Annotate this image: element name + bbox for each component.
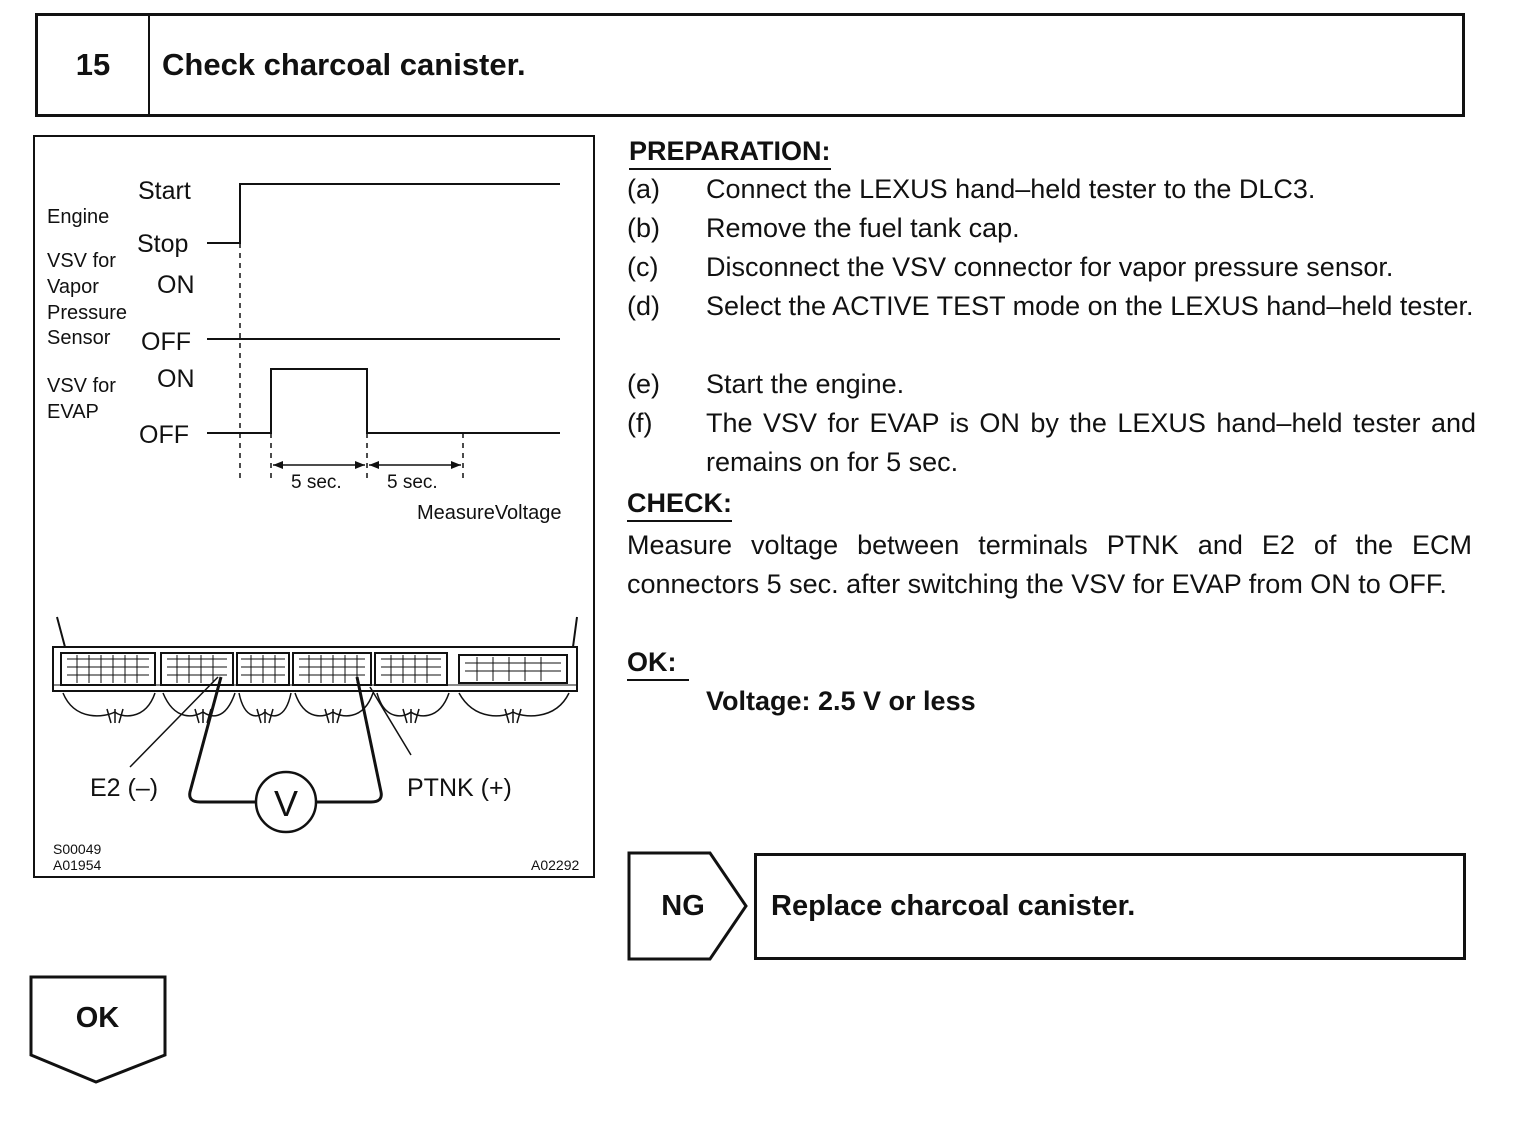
- label-on-2: ON: [157, 365, 195, 393]
- step-letter: (c): [627, 252, 659, 282]
- check-heading: CHECK:: [627, 487, 732, 522]
- label-engine: Engine: [47, 206, 109, 228]
- step-title: Check charcoal canister.: [162, 47, 526, 82]
- label-interval-1: 5 sec.: [291, 472, 342, 493]
- preparation-heading: PREPARATION:: [629, 135, 831, 170]
- label-off-1: OFF: [141, 328, 191, 356]
- step-text: Start the engine.: [706, 369, 905, 399]
- voltmeter-label: V: [274, 783, 298, 824]
- step-number: 15: [38, 16, 150, 114]
- figure-code-3: A02292: [531, 857, 579, 873]
- engine-waveform: [207, 183, 560, 244]
- step-text: Select the ACTIVE TEST mode on the LEXUS…: [706, 291, 1474, 321]
- figure-code-1: S00049: [53, 841, 101, 857]
- step-letter: (b): [627, 213, 660, 243]
- timing-and-connector-diagram: Start Engine Stop VSV for Vapor Pressure…: [47, 177, 579, 873]
- label-start: Start: [138, 177, 191, 205]
- label-pressure: Pressure: [47, 302, 127, 324]
- label-off-2: OFF: [139, 421, 189, 449]
- step-letter: (f): [627, 408, 653, 438]
- label-vapor: Vapor: [47, 276, 99, 298]
- step-text: The VSV for EVAP is ON by the LEXUS hand…: [706, 408, 1476, 477]
- label-measure-voltage: MeasureVoltage: [417, 502, 562, 524]
- ng-label: NG: [661, 889, 705, 922]
- step-header: 15 Check charcoal canister.: [35, 13, 1465, 117]
- step-text: Disconnect the VSV connector for vapor p…: [706, 252, 1394, 282]
- vsv-evap-waveform: [207, 368, 560, 434]
- label-evap: EVAP: [47, 401, 99, 423]
- step-letter: (a): [627, 174, 660, 204]
- label-ptnk: PTNK (+): [407, 774, 512, 802]
- ecm-connector: [52, 616, 578, 834]
- step-letter: (e): [627, 369, 660, 399]
- label-e2: E2 (–): [90, 774, 158, 802]
- label-stop: Stop: [137, 230, 188, 258]
- label-on-1: ON: [157, 271, 195, 299]
- check-text: Measure voltage between terminals PTNK a…: [627, 530, 1472, 599]
- step-text: Remove the fuel tank cap.: [706, 213, 1020, 243]
- label-vsv-for-2: VSV for: [47, 375, 116, 397]
- step-letter: (d): [627, 291, 660, 321]
- ng-action: Replace charcoal canister.: [754, 853, 1466, 960]
- figure-code-2: A01954: [53, 857, 101, 873]
- voltmeter-icon: [254, 770, 318, 834]
- step-text: Connect the LEXUS hand–held tester to th…: [706, 174, 1316, 204]
- ok-result-label: OK: [75, 1001, 120, 1034]
- ok-heading: OK:: [627, 646, 689, 681]
- label-sensor: Sensor: [47, 327, 111, 349]
- label-interval-2: 5 sec.: [387, 472, 438, 493]
- ok-value: Voltage: 2.5 V or less: [706, 686, 976, 716]
- figure: Start Engine Stop VSV for Vapor Pressure…: [33, 135, 595, 878]
- label-vsv-for-1: VSV for: [47, 250, 116, 272]
